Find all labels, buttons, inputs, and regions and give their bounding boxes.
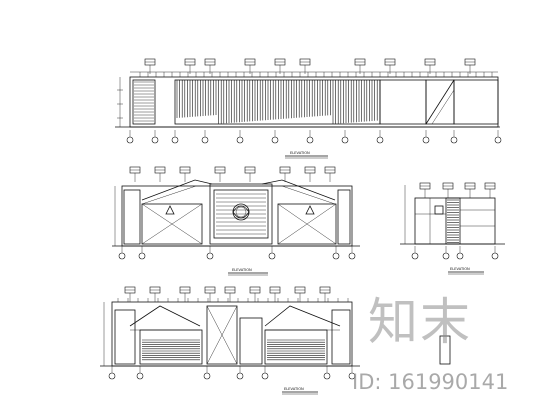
grid-bubble [450, 136, 458, 144]
grid-bubble [126, 136, 134, 144]
grid-bubble [456, 252, 464, 260]
elevation-middle-right: ELEVATION [400, 182, 505, 275]
grid-bubble [271, 136, 279, 144]
grid-bubble [422, 136, 430, 144]
grid-bubble [323, 372, 331, 380]
grid-bubble [348, 252, 356, 260]
grid-bubble [151, 136, 159, 144]
grid-bubble [491, 252, 499, 260]
grid-bubble [332, 252, 340, 260]
grid-bubble [341, 136, 349, 144]
grid-bubble [376, 136, 384, 144]
grid-bubble [206, 252, 214, 260]
grid-bubble [108, 372, 116, 380]
grid-bubble [494, 136, 502, 144]
watermark-id-label: ID: 161990141 [352, 370, 509, 394]
elevation-bottom: ELEVATION [100, 286, 360, 395]
grid-bubble [236, 372, 244, 380]
section-detail [439, 335, 451, 365]
elevation-title-bottom: ELEVATION [284, 387, 304, 391]
grid-bubble [348, 372, 356, 380]
grid-bubble [136, 372, 144, 380]
grid-bubble [203, 372, 211, 380]
elevation-title-middle-left: ELEVATION [232, 268, 252, 272]
elevation-top: ELEVATION [115, 58, 502, 159]
grid-bubble [442, 252, 450, 260]
grid-bubble [236, 136, 244, 144]
watermark-logo-text: 知末 [368, 293, 472, 351]
elevation-middle-left: ELEVATION [112, 166, 360, 276]
grid-bubble [118, 252, 126, 260]
grid-bubble [261, 372, 269, 380]
elevation-title-middle-right: ELEVATION [450, 267, 470, 271]
grid-bubble [138, 252, 146, 260]
grid-bubble [268, 252, 276, 260]
grid-bubble [306, 136, 314, 144]
grid-bubble [171, 136, 179, 144]
grid-bubble [411, 252, 419, 260]
grid-bubble [201, 136, 209, 144]
elevation-title-top: ELEVATION [290, 151, 310, 155]
